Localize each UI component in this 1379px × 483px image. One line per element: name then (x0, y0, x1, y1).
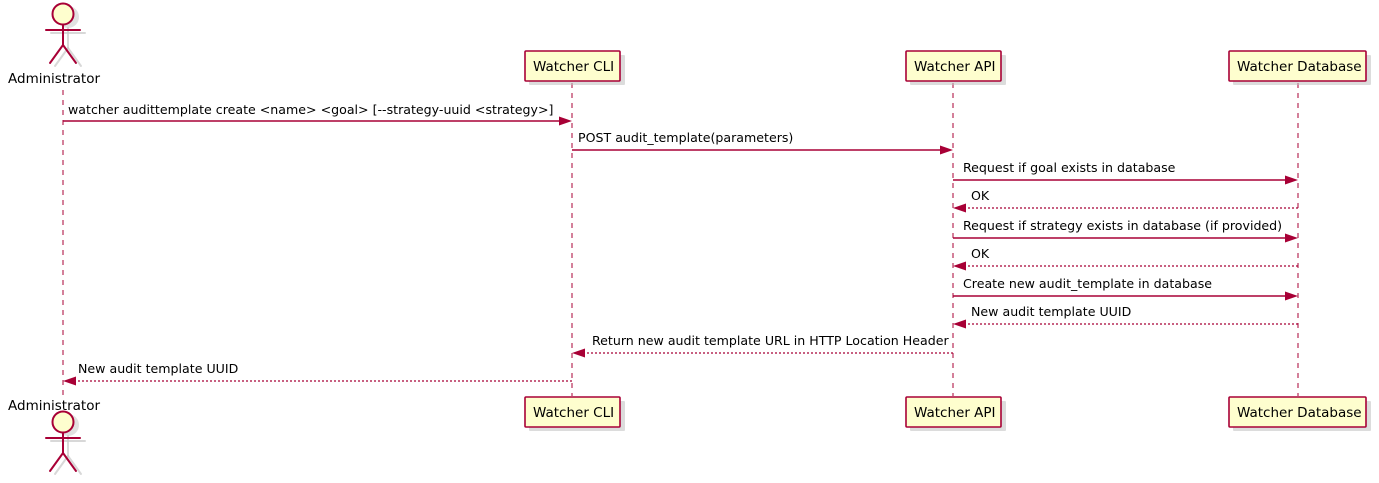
participant-label-watcher-database-bottom: Watcher Database (1237, 405, 1362, 421)
message-10-arrowhead (63, 376, 76, 386)
actor-leg-right-icon-bottom (62, 452, 77, 472)
participant-box-watcher-api-bottom[interactable]: Watcher API (905, 396, 1006, 431)
participant-box-watcher-database-top[interactable]: Watcher Database (1228, 50, 1371, 85)
actor-head-icon-bottom (51, 410, 75, 434)
actor-leg-right-shadow-bottom (67, 455, 82, 475)
participant-box-watcher-api-top[interactable]: Watcher API (905, 50, 1006, 85)
actor-administrator-bottom[interactable]: Administrator (8, 398, 100, 475)
participant-label-watcher-api-bottom: Watcher API (914, 405, 996, 421)
actor-administrator-top[interactable]: Administrator (8, 2, 100, 88)
message-5[interactable]: Request if strategy exists in database (… (953, 218, 1298, 243)
participant-box-watcher-database-bottom[interactable]: Watcher Database (1228, 396, 1371, 431)
actor-leg-left-shadow-bottom (54, 455, 69, 475)
actor-leg-right-shadow (67, 47, 82, 67)
message-4-label: OK (971, 188, 990, 203)
message-10[interactable]: New audit template UUID (63, 361, 572, 386)
pbox-rect (1228, 50, 1367, 82)
message-7[interactable]: Create new audit_template in database (953, 276, 1298, 301)
lifelines-group (62, 83, 1299, 400)
message-8[interactable]: New audit template UUID (953, 304, 1298, 329)
message-2-arrowhead (940, 145, 953, 155)
message-3-arrowhead (1285, 175, 1298, 185)
message-6-label: OK (971, 246, 990, 261)
message-9-label: Return new audit template URL in HTTP Lo… (592, 333, 949, 348)
message-8-label: New audit template UUID (971, 304, 1131, 319)
participant-box-watcher-cli-bottom[interactable]: Watcher CLI (524, 396, 625, 431)
actor-leg-left-shadow (54, 47, 69, 67)
participant-label-watcher-api-top: Watcher API (914, 59, 996, 75)
message-5-label: Request if strategy exists in database (… (963, 218, 1282, 233)
message-4-arrowhead (953, 203, 966, 213)
participant-label-watcher-database-top: Watcher Database (1237, 59, 1362, 75)
message-4[interactable]: OK (953, 188, 1298, 213)
message-8-arrowhead (953, 319, 966, 329)
participant-label-watcher-cli-bottom: Watcher CLI (533, 405, 614, 421)
message-5-arrowhead (1285, 233, 1298, 243)
message-2-label: POST audit_template(parameters) (578, 130, 793, 145)
pbox-rect (905, 50, 1002, 82)
message-1[interactable]: watcher audittemplate create <name> <goa… (63, 102, 572, 126)
message-3[interactable]: Request if goal exists in database (953, 160, 1298, 185)
actor-leg-left-icon-bottom (49, 452, 64, 472)
message-6[interactable]: OK (953, 246, 1298, 271)
actor-label-bottom: Administrator (8, 398, 100, 414)
message-3-label: Request if goal exists in database (963, 160, 1176, 175)
message-7-arrowhead (1285, 291, 1298, 301)
actor-leg-left-icon (49, 44, 64, 64)
pbox-rect (524, 50, 621, 82)
actor-leg-right-icon (62, 44, 77, 64)
message-9-arrowhead (572, 348, 585, 358)
message-7-label: Create new audit_template in database (963, 276, 1212, 291)
actor-head-icon (51, 2, 75, 26)
message-2[interactable]: POST audit_template(parameters) (572, 130, 953, 155)
actor-label-top: Administrator (8, 71, 100, 87)
message-6-arrowhead (953, 261, 966, 271)
message-1-label: watcher audittemplate create <name> <goa… (68, 102, 553, 117)
pbox-rect (1228, 396, 1367, 428)
message-9[interactable]: Return new audit template URL in HTTP Lo… (572, 333, 953, 358)
message-10-label: New audit template UUID (78, 361, 238, 376)
participant-box-watcher-cli-top[interactable]: Watcher CLI (524, 50, 625, 85)
message-1-arrowhead (559, 116, 572, 126)
pbox-rect (905, 396, 1002, 428)
participant-label-watcher-cli-top: Watcher CLI (533, 59, 614, 75)
pbox-rect (524, 396, 621, 428)
